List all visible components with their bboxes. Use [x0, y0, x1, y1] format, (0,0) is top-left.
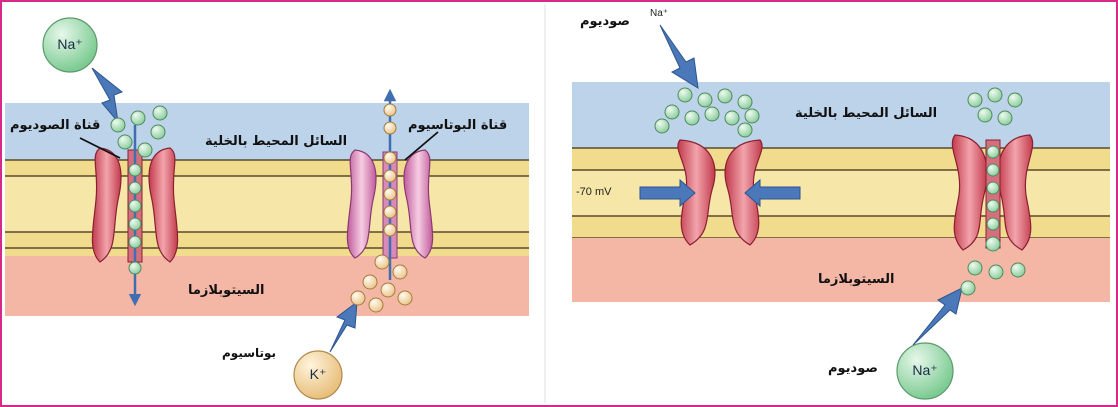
- extracellular-label-right: السائل المحيط بالخلية: [795, 106, 937, 121]
- cytoplasm-label-right: السيتوبلازما: [818, 272, 895, 287]
- potassium-label: بوتاسيوم: [222, 346, 276, 360]
- potassium-channel-label: قناة البوتاسيوم: [408, 118, 507, 133]
- k-ion-label: K⁺: [302, 366, 334, 383]
- voltage-label: -70 mV: [576, 186, 611, 198]
- extracellular-label-left: السائل المحيط بالخلية: [205, 134, 347, 149]
- right-cytoplasm-zone: [572, 238, 1110, 302]
- na-ion-label-bottom: Na⁺: [905, 362, 945, 379]
- sodium-label-top: صوديوم: [580, 14, 630, 29]
- na-ion-label-top: Na⁺: [650, 8, 668, 19]
- cytoplasm-label-left: السيتوبلازما: [188, 283, 265, 298]
- left-cytoplasm-zone: [5, 256, 529, 316]
- sodium-channel-label: قناة الصوديوم: [10, 118, 100, 133]
- sodium-label-bottom: صوديوم: [828, 361, 878, 376]
- na-ion-label: Na⁺: [52, 36, 88, 53]
